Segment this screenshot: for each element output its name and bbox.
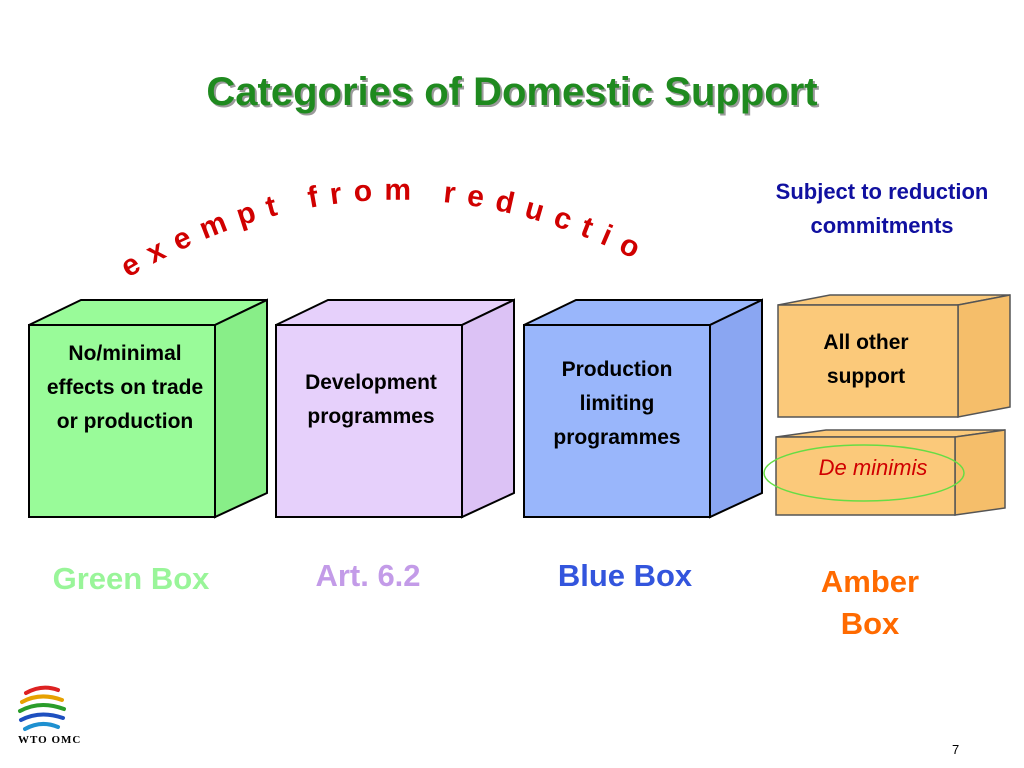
- de-minimis-label: De minimis: [818, 455, 928, 480]
- development-box-cube: [275, 298, 515, 519]
- amber-upper-side: [957, 294, 1011, 418]
- blue-box-side: [709, 298, 763, 519]
- green-box-label: Green Box: [52, 561, 210, 596]
- blue-box-front: [523, 324, 711, 518]
- green-box-side: [214, 298, 268, 519]
- development-box-front: [275, 324, 463, 518]
- green-box-cube: [28, 298, 268, 519]
- de-minimis-highlight: [763, 444, 965, 502]
- green-box-front: [28, 324, 216, 518]
- development-box-face-text: Development programmes: [305, 371, 437, 428]
- amber-box-lower-cube: [775, 429, 1006, 516]
- exempt-arc-text: exempt from reduction: [0, 0, 645, 284]
- green-box-face-text: No/minimal effects on trade or productio…: [46, 342, 204, 433]
- blue-box-label: Blue Box: [557, 558, 693, 593]
- wto-logo-icon: [18, 685, 66, 731]
- amber-box-face-text: All other support: [823, 331, 909, 388]
- art-6-2-label: Art. 6.2: [315, 558, 421, 593]
- slide-title: Categories of Domestic Support: [206, 70, 818, 114]
- wto-logo-text: WTO OMC: [18, 734, 82, 746]
- amber-box-label: Amber Box: [820, 564, 920, 641]
- subject-to-reduction-text: Subject to reduction commitments: [775, 179, 989, 238]
- blue-box-face-text: Production limiting programmes: [553, 358, 681, 449]
- amber-upper-front: [777, 304, 959, 418]
- blue-box-cube: [523, 298, 763, 519]
- development-box-side: [461, 298, 515, 519]
- page-number: 7: [952, 742, 960, 757]
- amber-box-upper-cube: [777, 294, 1011, 418]
